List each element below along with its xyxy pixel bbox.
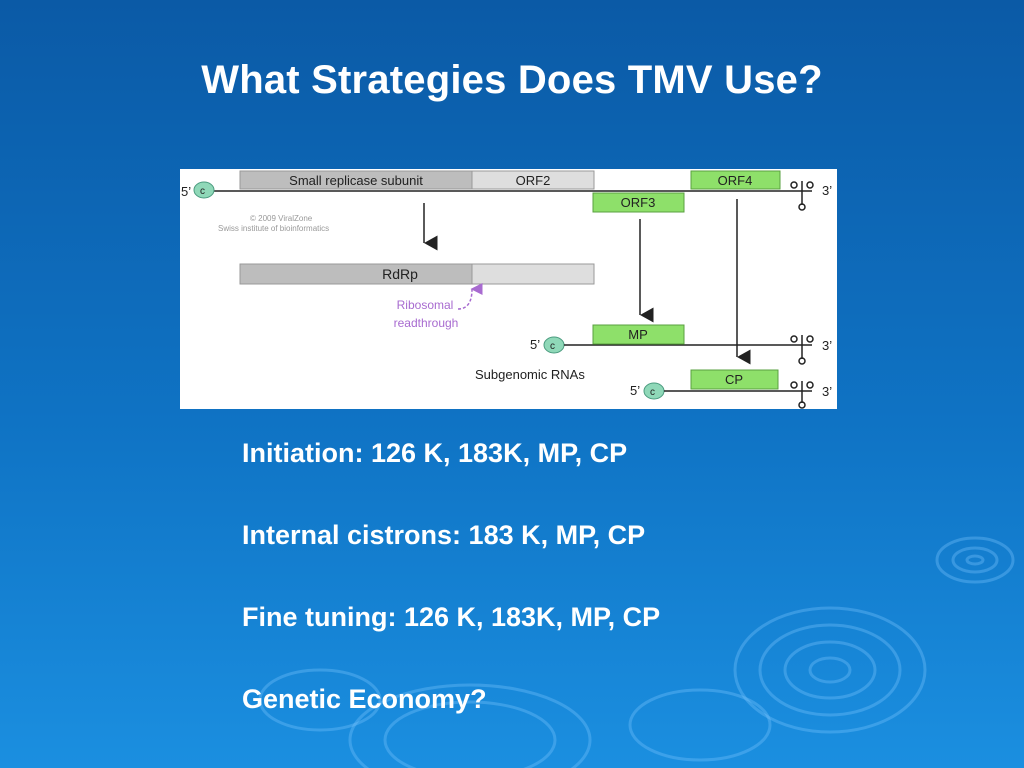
bullet-fine-tuning: Fine tuning: 126 K, 183K, MP, CP	[242, 602, 661, 632]
orf2-label: ORF2	[516, 173, 551, 188]
trna-like-structure-icon	[790, 335, 814, 365]
cp-five-prime: 5’	[630, 383, 640, 398]
cp-box	[690, 369, 779, 390]
readthrough-label: readthrough	[394, 316, 459, 330]
rdrp-label: RdRp	[382, 266, 418, 282]
orf2-box	[471, 170, 595, 190]
cap-icon	[193, 181, 215, 199]
bullet-list: Initiation: 126 K, 183K, MP, CP Internal…	[242, 436, 660, 764]
trna-like-structure-icon	[790, 181, 814, 211]
ribosomal-label: Ribosomal	[397, 298, 454, 312]
rdrp-box-light	[471, 263, 595, 285]
subgenomic-label: Subgenomic RNAs	[475, 367, 585, 382]
slide-title: What Strategies Does TMV Use?	[201, 58, 823, 102]
bullet-initiation: Initiation: 126 K, 183K, MP, CP	[242, 438, 628, 468]
svg-text:c: c	[650, 387, 655, 398]
svg-text:c: c	[550, 341, 555, 352]
bullet-genetic-economy: Genetic Economy?	[242, 684, 487, 714]
svg-text:3’: 3’	[822, 338, 832, 353]
svg-text:c: c	[200, 186, 205, 197]
tmv-genome-diagram: 5’ c Small replicase subunit ORF2 ORF4 O…	[180, 169, 837, 409]
mp-box	[592, 324, 685, 345]
copyright-line1: © 2009 ViralZone	[250, 214, 313, 223]
trna-like-structure-icon	[790, 381, 814, 409]
small-replicase-label: Small replicase subunit	[289, 173, 423, 188]
orf4-box	[690, 170, 781, 190]
readthrough-arrow	[457, 283, 483, 310]
cp-label: CP	[725, 372, 743, 387]
copyright-line2: Swiss institute of bioinformatics	[218, 224, 329, 233]
mp-five-prime: 5’	[530, 337, 540, 352]
orf3-box	[592, 192, 685, 213]
three-prime-label: 3’	[822, 183, 832, 198]
orf3-label: ORF3	[621, 195, 656, 210]
five-prime-label: 5’	[181, 184, 191, 199]
rdrp-box-dark	[239, 263, 473, 285]
orf4-label: ORF4	[718, 173, 753, 188]
svg-text:3’: 3’	[822, 384, 832, 399]
bullet-internal-cistrons: Internal cistrons: 183 K, MP, CP	[242, 520, 646, 550]
mp-label: MP	[628, 327, 648, 342]
